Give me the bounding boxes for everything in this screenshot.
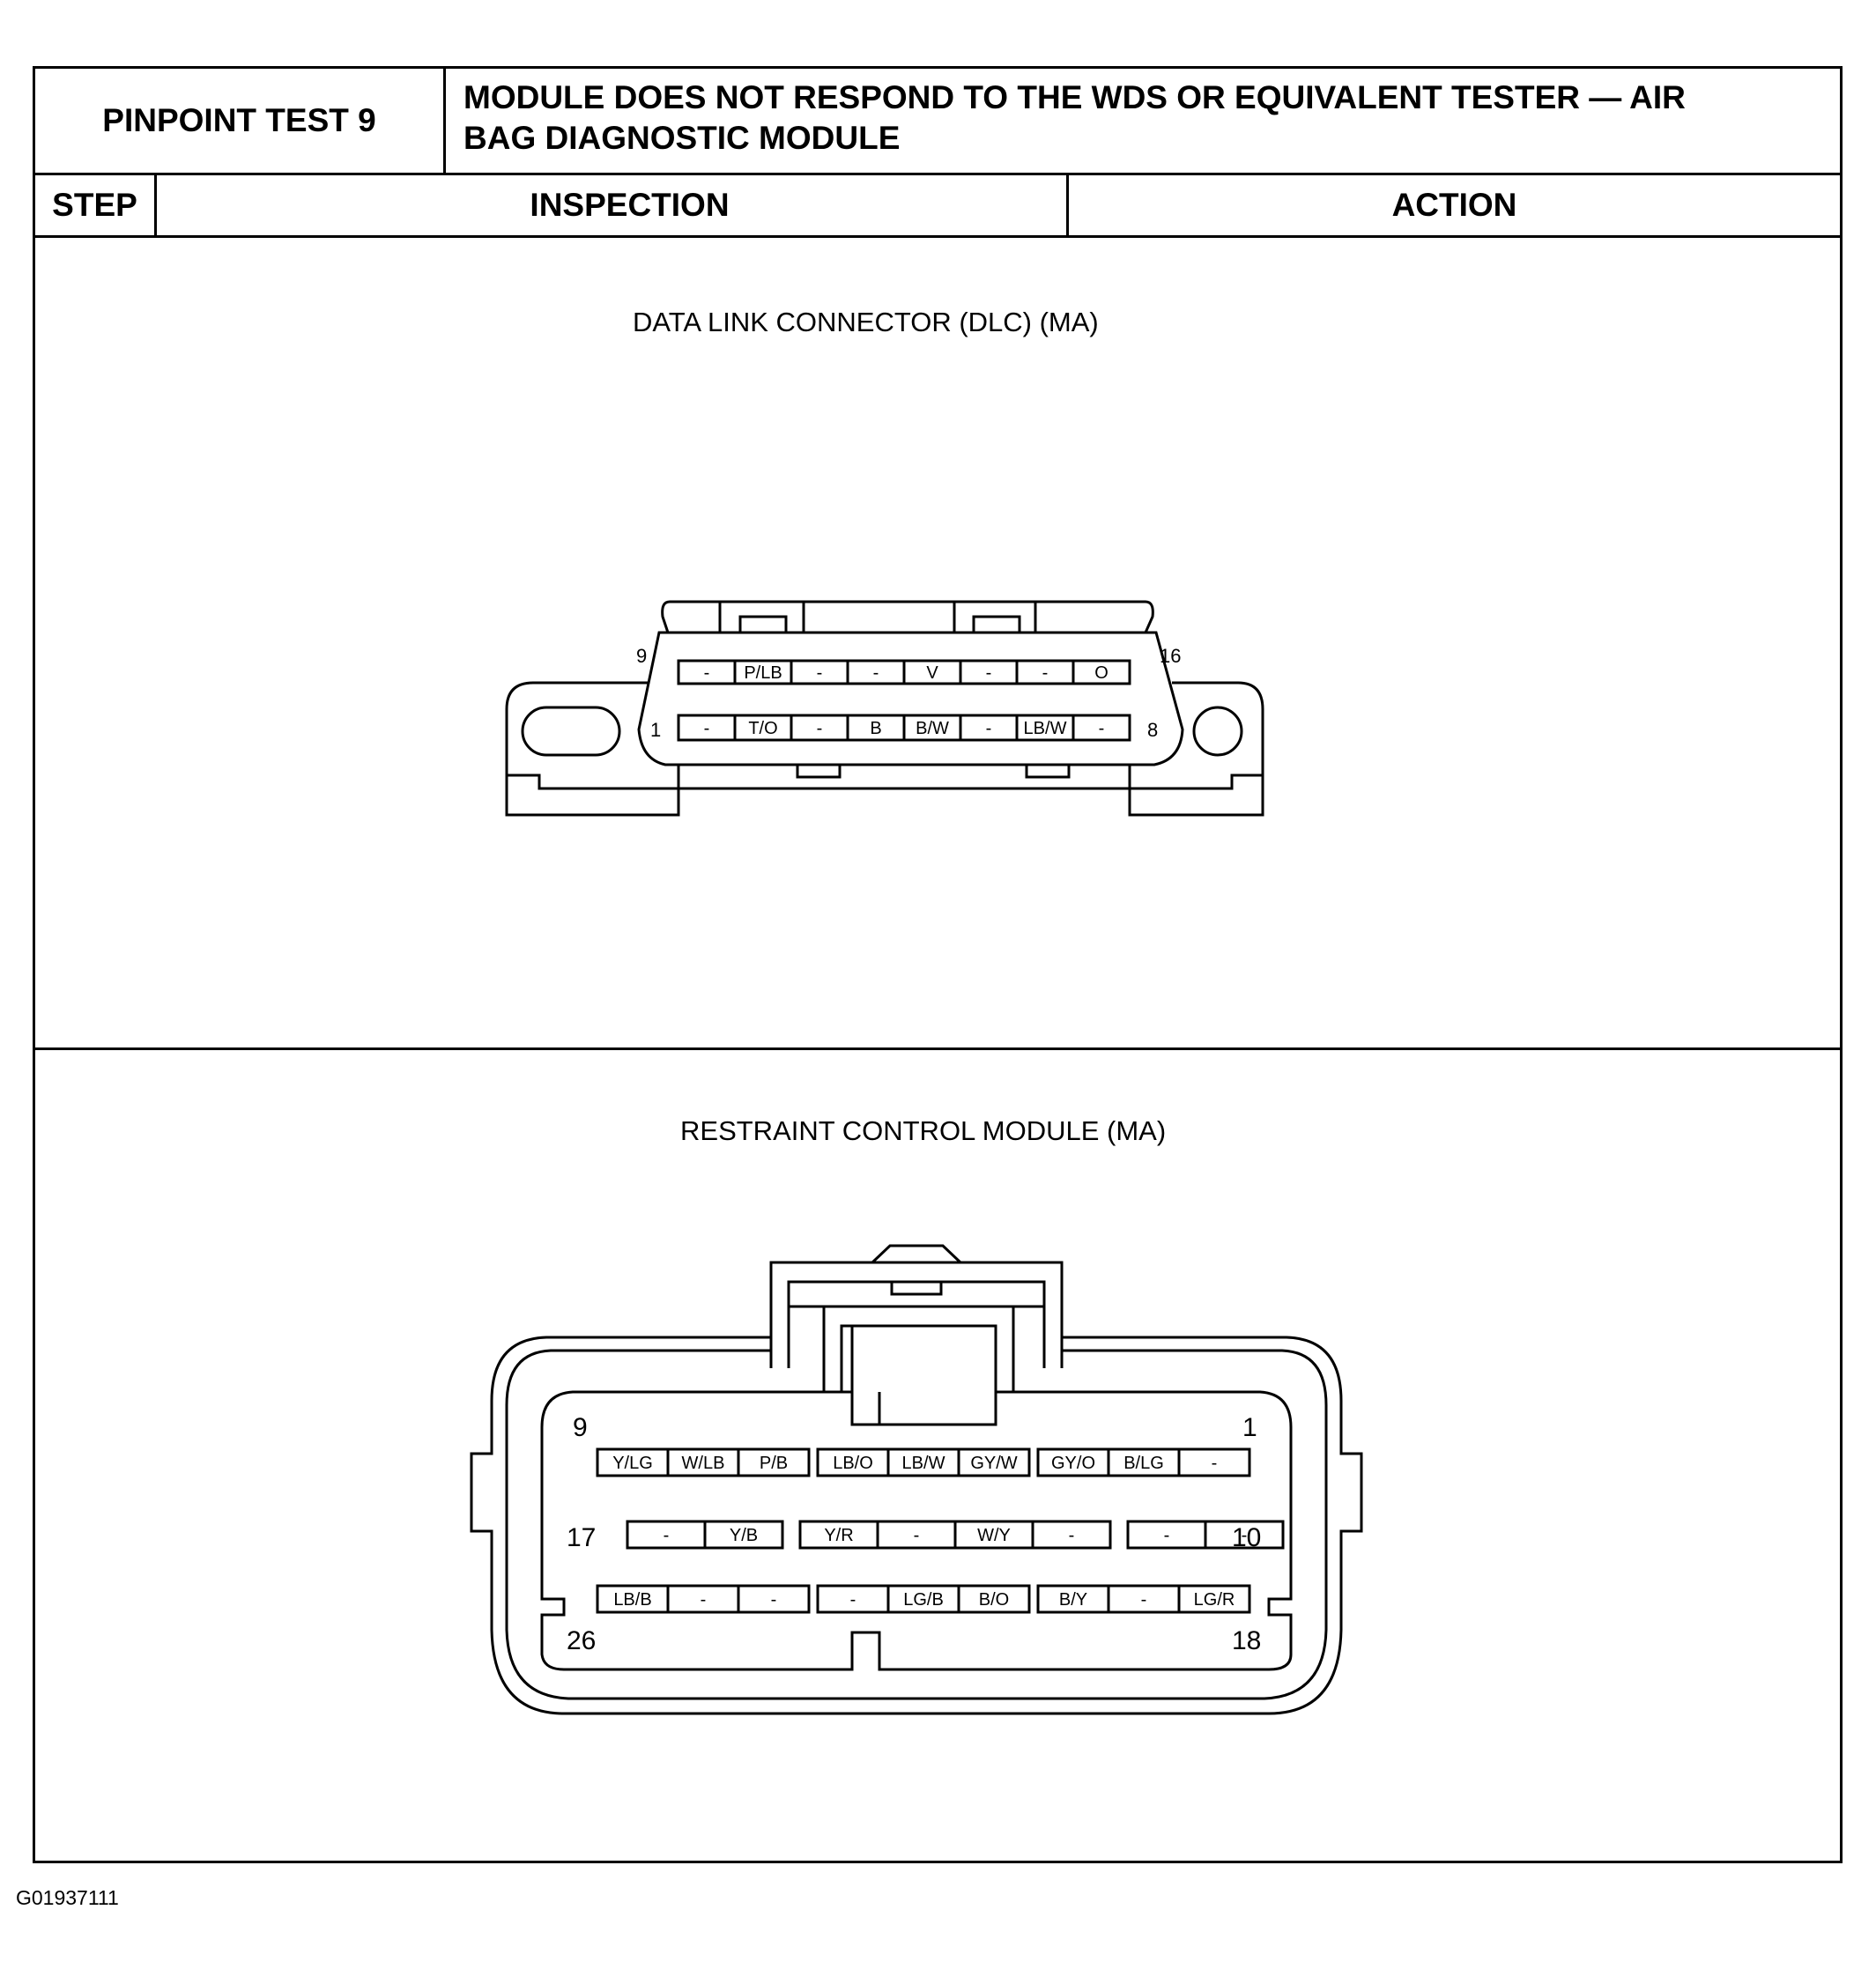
rcm-row2-pin-label: - (1069, 1526, 1075, 1545)
rcm-row2-pin-label: Y/R (824, 1526, 853, 1545)
dlc-top-pin-label: V (926, 663, 938, 683)
test-title: MODULE DOES NOT RESPOND TO THE WDS OR EQ… (446, 69, 1840, 173)
rcm-row3-pin-label: B/Y (1059, 1590, 1087, 1610)
column-action: ACTION (1391, 187, 1517, 223)
dlc-bottom-pin-label: - (704, 719, 710, 738)
test-title-line2: BAG DIAGNOSTIC MODULE (463, 120, 901, 156)
test-title-line1: MODULE DOES NOT RESPOND TO THE WDS OR EQ… (463, 79, 1686, 115)
rcm-row3-pin-label: LB/B (613, 1590, 651, 1610)
rcm-pin-cells: Y/LG W/LB P/B LB/O LB/W GY/W GY/O B/LG - - Y/B Y/R -… (596, 1447, 1285, 1614)
dlc-pin-number-8: 8 (1147, 719, 1158, 741)
rcm-row2-pin-cell (1204, 1520, 1285, 1550)
rcm-row1-pin-cell (957, 1447, 1031, 1477)
dlc-bottom-pin-label: B (870, 719, 881, 738)
rcm-row1-pin-cell (1177, 1447, 1251, 1477)
rcm-connector-body (470, 1244, 1363, 1715)
rcm-row3-pin-label: - (771, 1590, 777, 1610)
rcm-row3-pin-cell (737, 1584, 811, 1614)
dlc-bottom-pin-label: LB/W (1024, 719, 1067, 738)
dlc-top-pin-label: - (1042, 663, 1049, 683)
column-divider (154, 175, 157, 235)
dlc-top-pin-label: - (986, 663, 992, 683)
dlc-bottom-pin-cell (1071, 714, 1131, 742)
rcm-row3-pin-label: LG/R (1194, 1590, 1235, 1610)
dlc-bottom-pin-label: T/O (748, 719, 777, 738)
dlc-top-pin-label: - (873, 663, 879, 683)
dlc-bottom-pin-label: B/W (916, 719, 949, 738)
dlc-top-pin-cell (1071, 659, 1131, 685)
dlc-pin-cells: - P/LB - - V - - O - T/O - B B/W - LB/W - (677, 659, 1131, 742)
rcm-row2-pin-label: - (1242, 1526, 1248, 1545)
dlc-bottom-pin-label: - (1099, 719, 1105, 738)
column-step: STEP (52, 187, 137, 223)
rcm-pin-number-17: 17 (567, 1523, 596, 1552)
rcm-row2-pin-cell (1031, 1520, 1112, 1550)
dlc-connector-body (505, 600, 1264, 817)
dlc-bottom-pin-label: - (817, 719, 823, 738)
rcm-pin-number-9: 9 (573, 1413, 588, 1442)
rcm-row1-pin-label: GY/W (970, 1454, 1017, 1473)
rcm-row3-pin-cell (1177, 1584, 1251, 1614)
rcm-pin-number-26: 26 (567, 1626, 596, 1655)
rcm-row1-pin-label: - (1212, 1454, 1218, 1473)
header-divider (35, 173, 1840, 175)
dlc-top-pin-label: O (1094, 663, 1109, 683)
dlc-bottom-pin-label: - (986, 719, 992, 738)
column-inspection: INSPECTION (530, 187, 730, 223)
rcm-row2-pin-label: Y/B (730, 1526, 758, 1545)
rcm-row3-pin-cell (957, 1584, 1031, 1614)
rcm-row2-pin-cell (703, 1520, 784, 1550)
column-header-divider (35, 235, 1840, 238)
rcm-row3-pin-label: - (850, 1590, 856, 1610)
dlc-pin-number-1: 1 (650, 719, 661, 741)
rcm-row1-pin-label: LB/W (902, 1454, 945, 1473)
dlc-top-pin-label: P/LB (744, 663, 782, 683)
rcm-row1-pin-label: Y/LG (612, 1454, 653, 1473)
rcm-pin-number-1: 1 (1242, 1413, 1257, 1442)
rcm-row2-pin-label: - (914, 1526, 920, 1545)
rcm-pin-number-10: 10 (1232, 1523, 1261, 1552)
rcm-row2-pin-label: - (1164, 1526, 1170, 1545)
rcm-row1-pin-label: GY/O (1051, 1454, 1095, 1473)
rcm-row2-pin-label: W/Y (977, 1526, 1011, 1545)
rcm-pin-number-18: 18 (1232, 1626, 1261, 1655)
rcm-row1-pin-label: P/B (760, 1454, 788, 1473)
dlc-top-pin-label: - (704, 663, 710, 683)
test-label: PINPOINT TEST 9 (35, 69, 446, 173)
rcm-row2-pin-label: - (664, 1526, 670, 1545)
rcm-row3-pin-label: LG/B (903, 1590, 944, 1610)
rcm-row3-pin-label: B/O (979, 1590, 1009, 1610)
figure-id: G01937111 (16, 1886, 119, 1909)
rcm-row1-pin-label: B/LG (1123, 1454, 1164, 1473)
dlc-pin-number-9: 9 (636, 645, 647, 667)
rcm-row1-pin-label: W/LB (682, 1454, 725, 1473)
rcm-row3-pin-label: - (701, 1590, 707, 1610)
rcm-caption: RESTRAINT CONTROL MODULE (MA) (680, 1115, 1167, 1146)
section-divider (35, 1047, 1840, 1050)
rcm-row1-pin-cell (737, 1447, 811, 1477)
dlc-caption: DATA LINK CONNECTOR (DLC) (MA) (633, 307, 1099, 337)
rcm-row3-pin-label: - (1141, 1590, 1147, 1610)
pinpoint-test-sheet: PINPOINT TEST 9 MODULE DOES NOT RESPOND … (33, 66, 1843, 1863)
rcm-row1-pin-label: LB/O (833, 1454, 873, 1473)
dlc-pin-number-16: 16 (1160, 645, 1181, 667)
column-divider (1066, 175, 1069, 235)
dlc-top-pin-label: - (817, 663, 823, 683)
